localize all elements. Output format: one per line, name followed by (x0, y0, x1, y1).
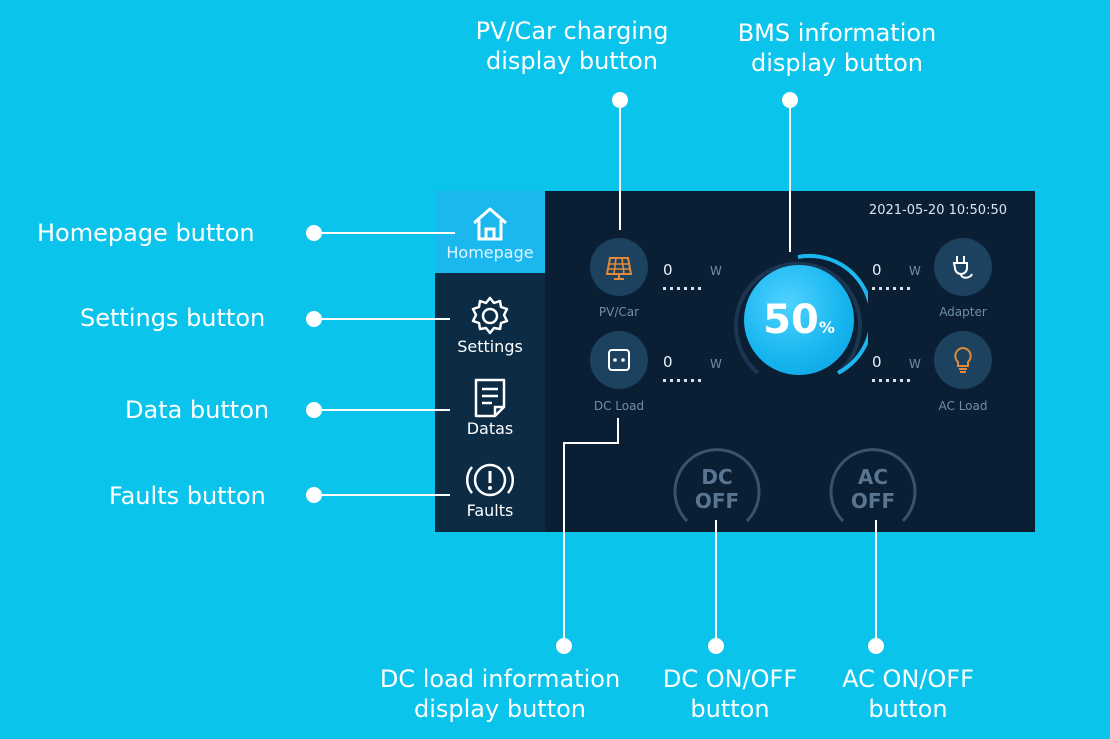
faults-callout: Faults button (109, 482, 266, 510)
dc-load-unit: W (710, 357, 722, 371)
pv-car-label: PV/Car (598, 305, 640, 319)
faults-button[interactable]: Faults (435, 455, 545, 527)
settings-leader (320, 318, 450, 320)
settings-leader-dot (306, 311, 322, 327)
ac-load-unit: W (909, 357, 921, 371)
home-icon (473, 207, 507, 241)
ac-onoff-leader-dot (868, 638, 884, 654)
dc-load-callout: DC load information display button (379, 665, 621, 723)
pv-car-value: 0 (663, 261, 673, 279)
datetime: 2021-05-20 10:50:50 (868, 203, 1007, 218)
dc-load-leader-mid (563, 442, 619, 444)
bms-leader (789, 100, 791, 252)
dc-button-ring (673, 448, 761, 523)
faults-label: Faults (466, 501, 514, 520)
dc-load-leader (563, 442, 565, 640)
settings-callout: Settings button (80, 304, 266, 332)
alert-icon (465, 463, 515, 497)
faults-leader-dot (306, 487, 322, 503)
dc-load-leader-dot (556, 638, 572, 654)
faults-leader (320, 494, 450, 496)
bms-gauge-ring (734, 253, 868, 375)
sidebar: Homepage Settings Datas (435, 191, 545, 532)
ac-onoff-leader (875, 520, 877, 640)
homepage-label: Homepage (446, 243, 534, 262)
homepage-leader (320, 232, 455, 234)
ac-load-label: AC Load (938, 399, 988, 413)
dc-button-line2: OFF (694, 489, 740, 513)
adapter-button[interactable] (934, 238, 992, 296)
ac-load-button[interactable] (934, 331, 992, 389)
ac-button-ring (829, 448, 917, 523)
bms-button[interactable]: 50% (744, 265, 854, 375)
ac-onoff-button[interactable]: AC OFF (825, 441, 921, 537)
main-panel: 2021-05-20 10:50:50 PV/Car 0 W DC Load 0… (545, 191, 1035, 532)
adapter-value: 0 (872, 261, 882, 279)
pv-car-leader-dot (612, 92, 628, 108)
adapter-unit: W (909, 264, 921, 278)
pv-car-unit: W (710, 264, 722, 278)
dc-onoff-button[interactable]: DC OFF (669, 441, 765, 537)
dc-load-label: DC Load (593, 399, 645, 413)
bms-percent: 50 (763, 297, 819, 343)
homepage-callout: Homepage button (37, 219, 255, 247)
data-label: Datas (466, 419, 514, 438)
data-callout: Data button (125, 396, 270, 424)
document-icon (474, 378, 506, 418)
data-leader (320, 409, 450, 411)
dc-load-value: 0 (663, 353, 673, 371)
data-leader-dot (306, 402, 322, 418)
homepage-leader-dot (306, 225, 322, 241)
adapter-label: Adapter (939, 305, 987, 319)
plug-icon (952, 256, 973, 279)
dc-load-button[interactable] (590, 331, 648, 389)
bulb-icon (954, 346, 972, 373)
adapter-flow (872, 287, 912, 290)
ac-load-flow (872, 379, 912, 382)
bms-percent-unit: % (818, 318, 835, 337)
ac-load-value: 0 (872, 353, 882, 371)
pv-car-leader (619, 100, 621, 230)
gear-icon (471, 296, 509, 335)
settings-label: Settings (457, 337, 523, 356)
bms-callout: BMS information display button (737, 19, 937, 77)
bms-leader-dot (782, 92, 798, 108)
data-button[interactable]: Datas (435, 373, 545, 445)
dc-onoff-leader (715, 520, 717, 640)
ac-button-line1: AC (857, 465, 889, 489)
dc-onoff-callout: DC ON/OFF button (662, 665, 798, 723)
settings-button[interactable]: Settings (435, 291, 545, 363)
pv-car-button[interactable] (590, 238, 648, 296)
pv-car-flow (663, 287, 703, 290)
dc-onoff-leader-dot (708, 638, 724, 654)
ac-button-line2: OFF (850, 489, 896, 513)
dc-socket-icon (608, 349, 630, 371)
device-screen: Homepage Settings Datas (435, 191, 1035, 532)
pv-car-callout: PV/Car charging display button (475, 17, 669, 75)
ac-onoff-callout: AC ON/OFF button (842, 665, 974, 723)
dc-button-line1: DC (701, 465, 733, 489)
dc-load-leader-top (617, 418, 619, 442)
dc-load-flow (663, 379, 703, 382)
solar-panel-icon (605, 257, 633, 280)
